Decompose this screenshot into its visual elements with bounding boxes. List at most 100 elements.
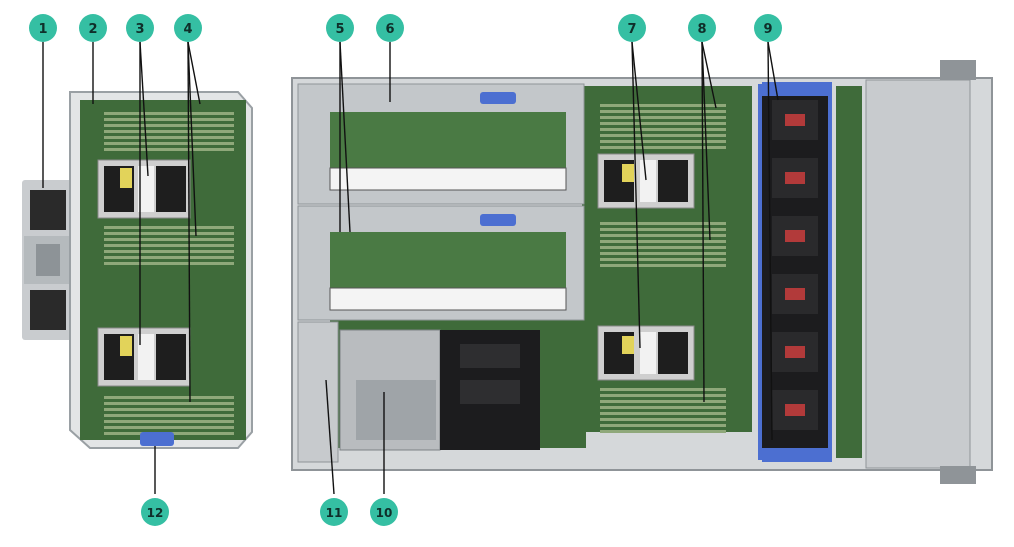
dimm-slot [104,256,234,259]
dimm-slot [104,148,234,151]
dimm-slot [104,112,234,115]
leader-5b [339,41,351,233]
dimm-slot [600,264,726,267]
dimm-slot [104,226,234,229]
callout-9: 9 [754,14,782,42]
svg-text:4: 4 [183,22,192,37]
fan-led [785,404,805,416]
callout-8: 8 [688,14,716,42]
dimm-slot [600,412,726,415]
dimm-slot [600,406,726,409]
dimm-slot [104,250,234,253]
callout-12: 12 [141,498,169,526]
dimm-slot [104,402,234,405]
leader-11 [325,379,335,495]
fan-led [785,288,805,300]
power-supply-bay [297,321,540,463]
dimm-slot [104,244,234,247]
dimm-slot [600,246,726,249]
dimm-slot [600,400,726,403]
tray-processor-upper [97,159,191,219]
tray-dimm-bank [104,112,234,435]
tray-processor-lower [97,327,191,387]
dimm-slot [104,238,234,241]
leader-9a [767,41,779,101]
svg-text:5: 5 [335,22,344,37]
dimm-slot [600,228,726,231]
memory-tray [22,91,253,449]
dimm-slot [600,128,726,131]
callout-10: 10 [370,498,398,526]
riser-cage-upper [297,83,585,205]
callout-1: 1 [29,14,57,42]
dimm-slot [600,222,726,225]
fan-led [785,114,805,126]
riser-cage-lower [297,205,585,321]
drive-cage [836,60,976,484]
dimm-slot [600,418,726,421]
leader-9b [767,41,773,441]
leader-7a [631,41,647,181]
fan-modules [772,100,818,430]
dimm-slot [104,426,234,429]
callout-7: 7 [618,14,646,42]
dimm-slot [600,116,726,119]
svg-text:2: 2 [88,22,97,37]
dimm-slot [104,118,234,121]
dimm-slot [600,424,726,427]
dimm-slot [600,146,726,149]
dimm-slot [104,262,234,265]
main-chassis [291,60,993,484]
main-dimm-bank [600,104,726,433]
dimm-slot [600,258,726,261]
tray-handle [22,180,74,340]
tray-release-latch [140,432,174,446]
fan-cage [758,82,832,462]
dimm-slot [104,232,234,235]
dimm-slot [600,240,726,243]
dimm-slot [600,430,726,433]
leader-4a [187,41,201,105]
dimm-slot [104,136,234,139]
dimm-slot [600,388,726,391]
leader-8a [701,41,717,109]
leader-4c [187,41,191,403]
dimm-slot [104,396,234,399]
leader-7b [631,41,641,349]
leader-3a [139,41,149,177]
dimm-slot [104,142,234,145]
leader-8c [701,41,705,403]
svg-text:12: 12 [147,506,164,520]
callout-5: 5 [326,14,354,42]
leader-8b [701,41,711,241]
leader-4b [187,41,197,237]
callout-11: 11 [320,498,348,526]
dimm-slot [600,134,726,137]
leader-lines [42,41,779,495]
dimm-slot [600,122,726,125]
dimm-slot [600,394,726,397]
fan-led [785,172,805,184]
fan-led [785,346,805,358]
main-processor-lower [597,325,695,381]
svg-text:9: 9 [763,22,772,37]
dimm-slot [600,234,726,237]
svg-text:6: 6 [385,22,394,37]
dimm-slot [104,408,234,411]
dimm-slot [600,104,726,107]
callout-2: 2 [79,14,107,42]
dimm-slot [104,130,234,133]
callout-4: 4 [174,14,202,42]
svg-text:1: 1 [38,22,47,37]
callout-3: 3 [126,14,154,42]
dimm-slot [104,124,234,127]
callout-6: 6 [376,14,404,42]
dimm-slot [104,420,234,423]
svg-text:7: 7 [627,22,636,37]
svg-text:3: 3 [135,22,144,37]
main-processor-upper [597,153,695,209]
dimm-slot [600,252,726,255]
dimm-slot [600,140,726,143]
